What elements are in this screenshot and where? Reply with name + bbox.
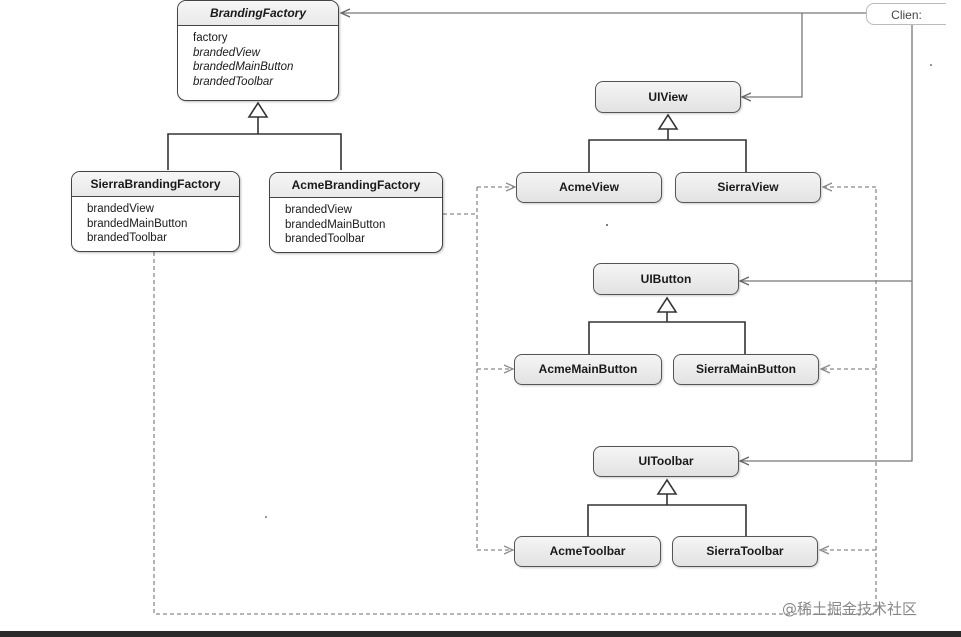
factory-inheritance xyxy=(167,101,342,170)
member-branded-view: brandedView xyxy=(285,204,352,216)
uiview-label: UIView xyxy=(648,90,688,104)
bottom-border xyxy=(0,631,961,637)
branding-factory-title: BrandingFactory xyxy=(178,1,338,26)
client-associations xyxy=(341,13,913,461)
uibutton-class: UIButton xyxy=(593,263,739,295)
member-branded-toolbar: brandedToolbar xyxy=(193,75,274,88)
acme-dependencies xyxy=(443,187,515,550)
sierra-branding-factory-class: SierraBrandingFactory brandedView brande… xyxy=(71,171,240,252)
sierra-toolbar-label: SierraToolbar xyxy=(706,544,784,558)
member-factory: factory xyxy=(193,32,228,44)
branding-factory-class: BrandingFactory factory brandedView bran… xyxy=(177,0,339,101)
acme-branding-factory-title: AcmeBrandingFactory xyxy=(270,173,442,198)
member-branded-view: brandedView xyxy=(193,46,260,59)
sierra-dependencies xyxy=(153,187,877,615)
member-branded-main-button: brandedMainButton xyxy=(193,61,294,73)
member-branded-main-button: brandedMainButton xyxy=(87,217,188,230)
member-branded-toolbar: brandedToolbar xyxy=(285,233,365,245)
uitoolbar-label: UIToolbar xyxy=(638,454,694,468)
uibutton-inheritance xyxy=(588,296,746,354)
uiview-inheritance xyxy=(588,113,747,172)
acme-branding-factory-class: AcmeBrandingFactory brandedView brandedM… xyxy=(269,172,443,253)
sierra-branding-factory-title: SierraBrandingFactory xyxy=(72,172,239,197)
uibutton-label: UIButton xyxy=(640,272,692,286)
sierra-main-button-label: SierraMainButton xyxy=(695,362,796,376)
acme-view-label: AcmeView xyxy=(559,180,619,194)
client-label: Clien: xyxy=(891,8,922,22)
member-branded-view: brandedView xyxy=(87,203,154,215)
acme-toolbar-label: AcmeToolbar xyxy=(549,544,626,558)
watermark-text: @稀土掘金技术社区 xyxy=(782,600,918,618)
acme-toolbar-class: AcmeToolbar xyxy=(514,536,661,567)
acme-main-button-label: AcmeMainButton xyxy=(538,362,638,376)
member-branded-toolbar: brandedToolbar xyxy=(87,232,167,244)
client-box: Clien: xyxy=(866,3,946,25)
sierra-view-class: SierraView xyxy=(675,172,821,203)
sierra-toolbar-class: SierraToolbar xyxy=(672,536,818,567)
sierra-main-button-class: SierraMainButton xyxy=(673,354,819,385)
member-branded-main-button: brandedMainButton xyxy=(285,218,386,231)
uitoolbar-inheritance xyxy=(587,478,747,536)
acme-main-button-class: AcmeMainButton xyxy=(514,354,662,385)
uiview-class: UIView xyxy=(595,81,741,113)
sierra-view-label: SierraView xyxy=(717,180,779,194)
acme-view-class: AcmeView xyxy=(516,172,662,203)
uitoolbar-class: UIToolbar xyxy=(593,446,739,477)
